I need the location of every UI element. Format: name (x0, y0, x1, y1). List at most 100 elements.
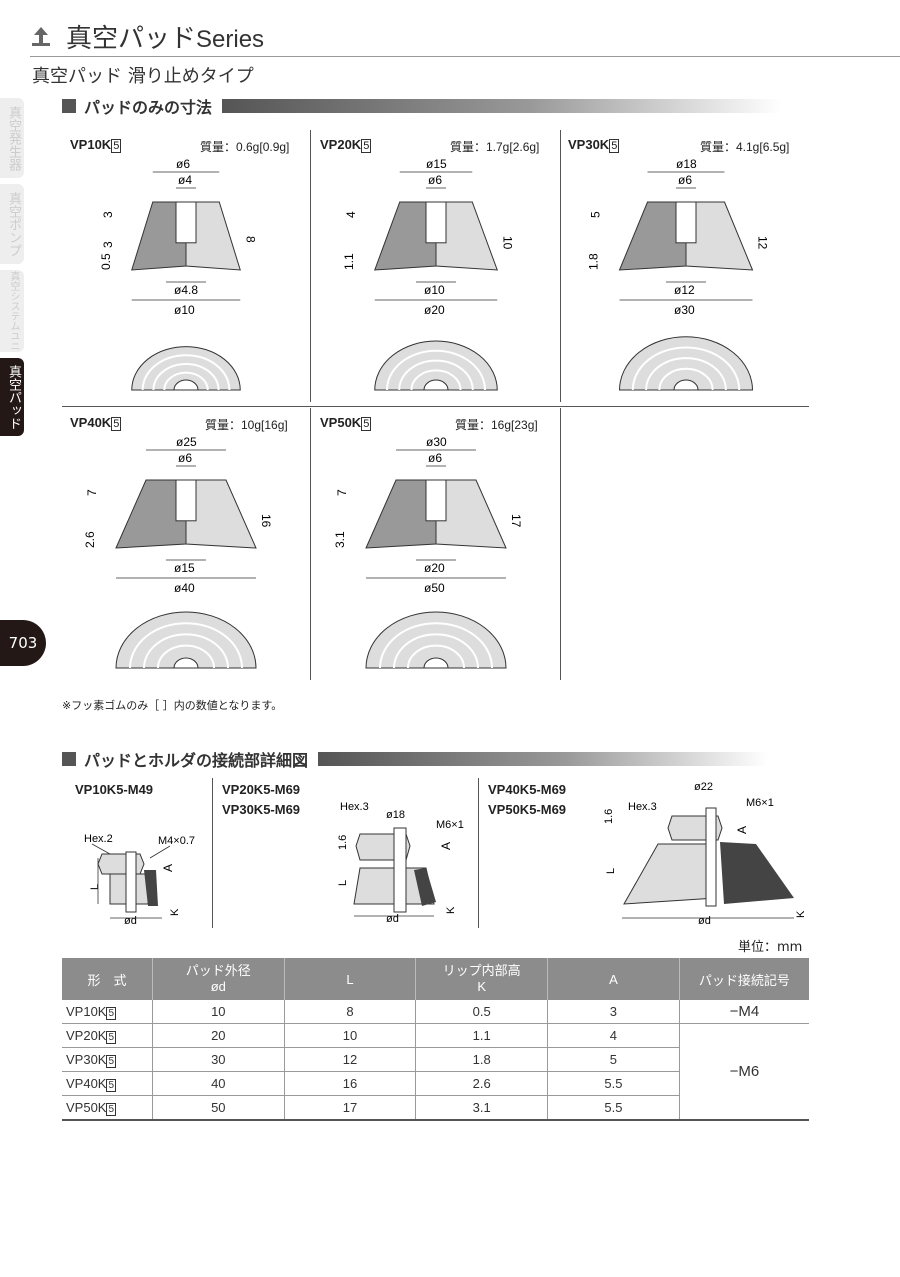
cell-connection-m6: −M6 (678, 1023, 809, 1121)
svg-text:ø22: ø22 (694, 781, 713, 793)
svg-text:12: 12 (756, 236, 770, 250)
col-connection: パッド接続記号 (678, 958, 809, 1000)
side-tab-vacuum-generator[interactable]: 真空発生器 (0, 98, 24, 178)
cell-k: 0.5 (415, 1000, 548, 1024)
svg-text:7: 7 (335, 489, 349, 496)
pad-mass-vp10k: 質量：0.6g[0.9g] (200, 140, 290, 154)
cell-a: 5 (547, 1047, 680, 1072)
conn-model-vp20k: VP20K5-M69 (222, 782, 301, 797)
svg-text:ø40: ø40 (174, 581, 195, 595)
svg-text:A: A (161, 864, 175, 872)
svg-text:ø6: ø6 (428, 173, 442, 187)
svg-text:1.1: 1.1 (342, 253, 356, 270)
section-bar (318, 752, 769, 766)
grid-divider (560, 130, 561, 402)
svg-text:ø50: ø50 (424, 581, 445, 595)
page-title: 真空パッドSeries (66, 24, 265, 54)
svg-text:3: 3 (101, 211, 115, 218)
svg-text:ø15: ø15 (174, 561, 195, 575)
svg-text:0.5: 0.5 (99, 253, 113, 270)
grid-divider (62, 406, 809, 407)
cell-l: 8 (283, 1000, 416, 1024)
grid-divider (310, 408, 311, 680)
svg-text:A: A (439, 842, 453, 850)
section-marker (62, 752, 76, 766)
svg-text:K: K (795, 910, 807, 918)
grid-divider (310, 130, 311, 402)
svg-text:ød: ød (698, 915, 711, 926)
section-marker (62, 99, 76, 113)
svg-text:ø18: ø18 (386, 809, 405, 821)
svg-text:ød: ød (386, 913, 399, 924)
col-pad-diameter: パッド外径 ød (151, 958, 285, 1000)
svg-text:ød: ød (124, 915, 137, 926)
svg-text:1.6: 1.6 (337, 835, 349, 850)
svg-text:ø4: ø4 (178, 173, 192, 187)
svg-text:ø10: ø10 (424, 283, 445, 297)
svg-text:ø30: ø30 (426, 435, 447, 449)
col-a: A (547, 958, 680, 1000)
svg-text:Hex.3: Hex.3 (340, 801, 369, 813)
svg-text:1.6: 1.6 (603, 809, 615, 824)
svg-text:A: A (735, 826, 749, 834)
cell-l: 10 (283, 1023, 416, 1048)
col-model: 形 式 (62, 958, 153, 1000)
col-l: L (283, 958, 416, 1000)
svg-text:Hex.2: Hex.2 (84, 833, 113, 845)
svg-text:10: 10 (500, 236, 514, 250)
vacuum-pad-icon (32, 27, 50, 46)
svg-text:ø6: ø6 (678, 173, 692, 187)
grid-divider (560, 408, 561, 680)
cell-k: 1.8 (415, 1047, 548, 1072)
pad-mass-vp20k: 質量：1.7g[2.6g] (450, 140, 540, 154)
conn-model-vp10k: VP10K5-M49 (75, 782, 154, 797)
svg-text:ø6: ø6 (428, 451, 442, 465)
side-tab-vacuum-pump[interactable]: 真空ポンプ (0, 184, 24, 264)
svg-text:7: 7 (85, 489, 99, 496)
pad-mass-vp40k: 質量：10g[16g] (205, 418, 288, 432)
cell-l: 17 (283, 1095, 416, 1121)
svg-text:Hex.3: Hex.3 (628, 801, 657, 813)
col-lip-height: リップ内部高 K (415, 958, 548, 1000)
pad-mass-vp30k: 質量：4.1g[6.5g] (700, 140, 790, 154)
svg-text:17: 17 (509, 514, 523, 528)
grid-divider (212, 778, 213, 928)
svg-text:M6×1: M6×1 (436, 819, 464, 831)
svg-text:K: K (169, 908, 181, 916)
svg-text:4: 4 (344, 211, 358, 218)
svg-text:2.6: 2.6 (83, 531, 97, 548)
svg-text:ø30: ø30 (674, 303, 695, 317)
connection-drawing-vp10k: Hex.2 M4×0.7 A L ød K (84, 833, 195, 926)
svg-text:ø15: ø15 (426, 157, 447, 171)
conn-model-vp30k: VP30K5-M69 (222, 802, 301, 817)
svg-text:16: 16 (259, 514, 273, 528)
cell-d: 20 (151, 1023, 285, 1048)
svg-text:3: 3 (101, 241, 115, 248)
grid-divider (478, 778, 479, 928)
cell-d: 10 (151, 1000, 285, 1024)
side-tab-vacuum-pad[interactable]: 真空パッド (0, 358, 24, 436)
svg-text:K: K (445, 906, 457, 914)
cell-a: 5.5 (547, 1095, 680, 1121)
svg-text:ø4.8: ø4.8 (174, 283, 198, 297)
svg-text:ø25: ø25 (176, 435, 197, 449)
svg-text:M4×0.7: M4×0.7 (158, 835, 195, 847)
svg-text:ø6: ø6 (176, 157, 190, 171)
cell-k: 2.6 (415, 1071, 548, 1096)
svg-text:ø18: ø18 (676, 157, 697, 171)
side-tab-vacuum-system-unit[interactable]: 真空システムユニット (0, 270, 24, 352)
